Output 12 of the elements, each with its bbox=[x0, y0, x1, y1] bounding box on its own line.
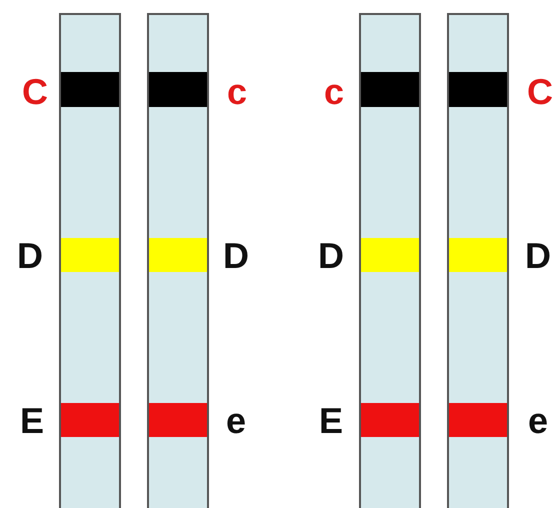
allele-label: D bbox=[525, 238, 551, 274]
allele-label: D bbox=[17, 238, 43, 274]
allele-label: e bbox=[528, 403, 548, 439]
allele-label: c bbox=[324, 74, 344, 110]
allele-label: C bbox=[527, 74, 553, 110]
allele-label: c bbox=[226, 74, 248, 110]
allele-label: D bbox=[223, 238, 249, 274]
allele-label: D bbox=[318, 238, 344, 274]
allele-label: C bbox=[22, 74, 48, 110]
allele-label: E bbox=[319, 403, 343, 439]
allele-label: e bbox=[226, 403, 246, 439]
allele-label: E bbox=[20, 403, 44, 439]
